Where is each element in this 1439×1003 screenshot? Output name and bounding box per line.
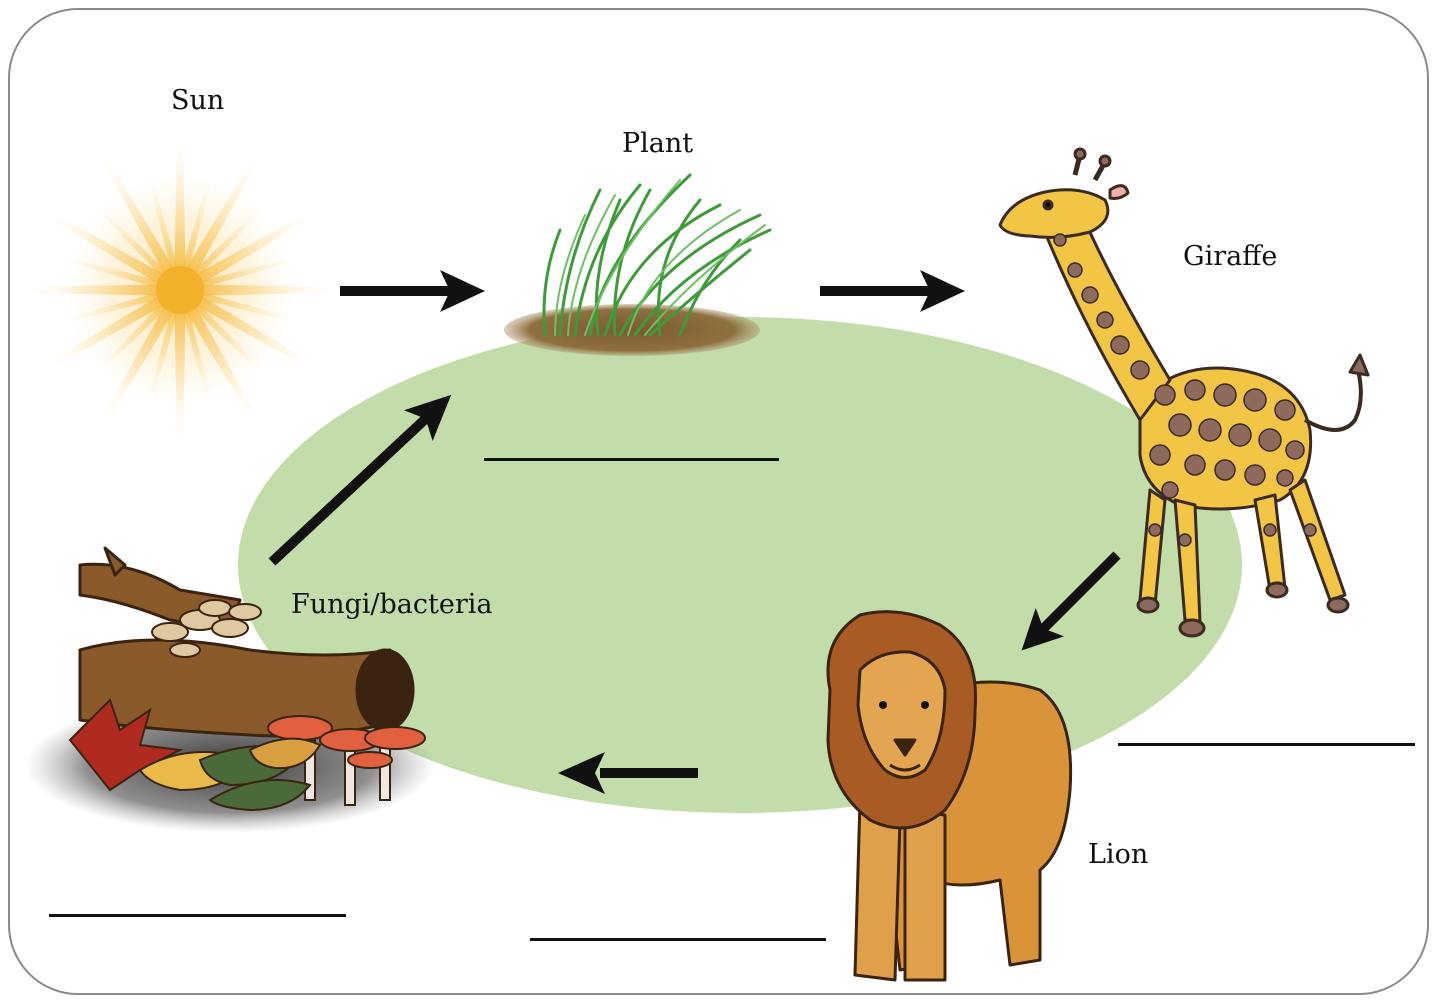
label-giraffe: Giraffe — [1183, 243, 1277, 270]
arrow-plant-to-giraffe — [820, 270, 965, 312]
answer-blank-giraffe[interactable] — [1118, 743, 1415, 746]
answer-blank-lion[interactable] — [530, 938, 826, 941]
label-fungi-bacteria: Fungi/bacteria — [291, 591, 493, 618]
label-sun: Sun — [171, 87, 224, 114]
answer-blank-plant[interactable] — [484, 458, 779, 461]
label-plant: Plant — [622, 130, 693, 157]
grass-icon — [504, 175, 770, 356]
arrow-sun-to-plant — [340, 270, 485, 312]
answer-blank-fungi[interactable] — [49, 914, 346, 917]
sun-icon — [30, 140, 330, 440]
label-lion: Lion — [1088, 841, 1148, 868]
